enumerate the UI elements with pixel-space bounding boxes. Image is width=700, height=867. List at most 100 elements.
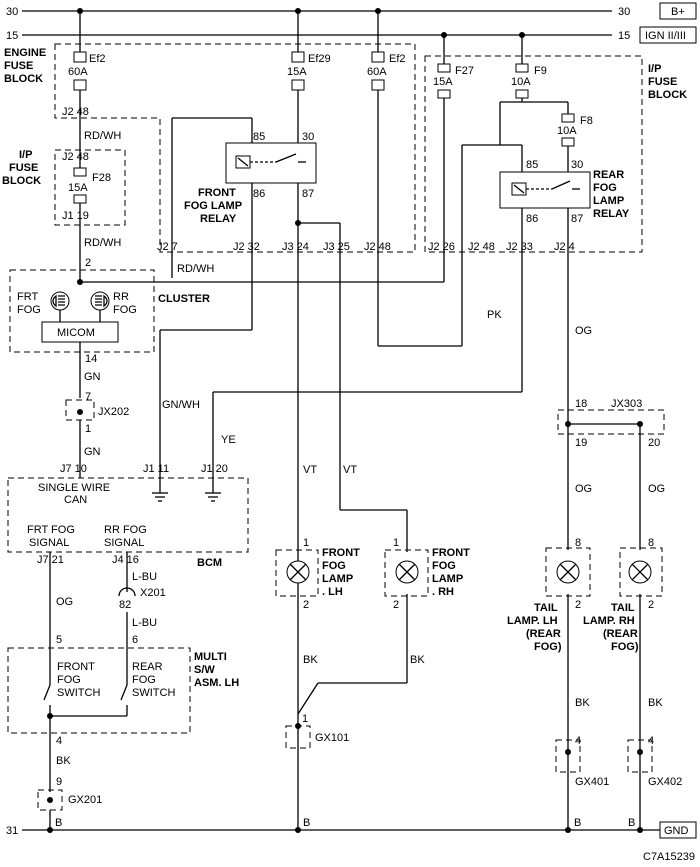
rear-relay-label-2: FOG <box>593 182 617 194</box>
tail-rh-label-4: FOG) <box>611 641 639 653</box>
gnd-pin-gx401: B <box>574 817 581 829</box>
ign-number: 15 <box>6 30 18 42</box>
tail-lh-pin-bottom: 2 <box>575 599 581 611</box>
front-relay-pin-87: 87 <box>302 188 314 200</box>
conn-j2-32: J2 32 <box>233 241 260 253</box>
front-lamp-rh-pin-bottom: 2 <box>393 599 399 611</box>
cluster-frt-fog-2: FOG <box>17 304 41 316</box>
gnd-pin-gx201: B <box>55 817 62 829</box>
fuse-f28-name: F28 <box>92 172 111 184</box>
tail-lh-label-3: (REAR <box>526 628 561 640</box>
fuse-ef2-left-name: Ef2 <box>89 53 106 65</box>
wire-rd-wh-2: RD/WH <box>84 237 121 249</box>
ip-block-connector-row: J2 26 J2 48 J2 33 J2 4 <box>428 241 575 253</box>
engine-fuse-block: ENGINE FUSE BLOCK <box>4 43 416 253</box>
bcm-rr-signal-1: RR FOG <box>104 524 147 536</box>
conn-j4-16: J4 16 <box>112 554 139 566</box>
wire-ye: YE <box>221 434 236 446</box>
front-relay-label-1: FRONT <box>198 187 236 199</box>
front-relay-label-2: FOG LAMP <box>184 200 242 212</box>
gnd-rail: 31 GND <box>6 821 697 839</box>
gx201-pin: 9 <box>56 776 62 788</box>
front-relay-pin-86: 86 <box>253 188 265 200</box>
cluster-frt-fog-1: FRT <box>17 291 38 303</box>
jx303-pin-18: 18 <box>575 398 587 410</box>
rear-relay-pin-85: 85 <box>526 159 538 171</box>
fuse-f9-amps: 10A <box>511 76 531 88</box>
bcm-rr-signal-2: SIGNAL <box>104 537 144 549</box>
conn-j2-48-top: J2 48 <box>62 106 89 118</box>
wire-og-tail-rh: OG <box>648 483 665 495</box>
b-plus-label: B+ <box>671 6 685 18</box>
front-switch-3: SWITCH <box>57 687 100 699</box>
rear-relay-pin-87: 87 <box>571 213 583 225</box>
cluster-micom: MICOM <box>57 327 95 339</box>
switch-signal-wires: OG L-BU X201 82 L-BU <box>49 552 166 685</box>
fuse-ef2-left-amps: 60A <box>68 66 88 78</box>
multi-switch-pin-front: 5 <box>56 634 62 646</box>
tail-rh-pin-bottom: 2 <box>648 599 654 611</box>
front-lamp-rh-label-2: FOG <box>432 560 456 572</box>
gx401-pin: 4 <box>575 735 581 747</box>
wire-gn-2: GN <box>84 446 101 458</box>
fuse-ef29: Ef29 15A <box>287 11 331 143</box>
front-lamp-lh-pin-bottom: 2 <box>303 599 309 611</box>
multi-switch-label-2: S/W <box>194 664 215 676</box>
conn-j3-25: J3 25 <box>323 241 350 253</box>
jx303-pin-19: 19 <box>575 437 587 449</box>
bcm-can-2: CAN <box>64 494 87 506</box>
front-lamp-lh-label-2: FOG <box>322 560 346 572</box>
fuse-f8-name: F8 <box>580 115 593 127</box>
engine-fuse-block-title-3: BLOCK <box>4 73 43 85</box>
multi-switch: 5 6 MULTI S/W ASM. LH FRONT FOG SWITCH R… <box>7 634 239 792</box>
front-relay-label-3: RELAY <box>200 213 237 225</box>
wire-l-bu-1: L-BU <box>132 571 157 583</box>
multi-switch-pin-rear: 6 <box>132 634 138 646</box>
fuse-f27-name: F27 <box>455 65 474 77</box>
front-switch-2: FOG <box>57 674 81 686</box>
engine-fuse-block-title-1: ENGINE <box>4 47 46 59</box>
front-lamp-lh-label-4: . LH <box>322 586 343 598</box>
ign-number-right: 15 <box>618 30 630 42</box>
rear-relay-pin-86: 86 <box>526 213 538 225</box>
conn-j2-48-d: J2 48 <box>468 241 495 253</box>
fuse-ef29-amps: 15A <box>287 66 307 78</box>
figure-code: C7A15239 <box>643 851 695 863</box>
conn-j3-24: J3 24 <box>282 241 309 253</box>
rail-junctions <box>47 8 643 833</box>
cluster-pin-out: 14 <box>85 353 97 365</box>
wire-bk-front-rh: BK <box>410 654 425 666</box>
engine-fuse-block-title-2: FUSE <box>4 60 33 72</box>
ip-fuse-block-left-title-2: FUSE <box>9 162 38 174</box>
multi-switch-pin-out: 4 <box>56 735 62 747</box>
cluster-rr-fog-2: FOG <box>113 304 137 316</box>
wire-l-bu-2: L-BU <box>132 617 157 629</box>
fuse-ef2-right-name: Ef2 <box>389 53 406 65</box>
gx401-label: GX401 <box>575 776 609 788</box>
front-lamp-rh-label-1: FRONT <box>432 547 470 559</box>
gx101-pin: 1 <box>302 713 308 725</box>
multi-switch-label-3: ASM. LH <box>194 677 239 689</box>
front-lamp-rh-pin-top: 1 <box>393 537 399 549</box>
wire-og-rear-label: OG <box>575 325 592 337</box>
cluster-rr-fog-1: RR <box>113 291 129 303</box>
cluster: 2 CLUSTER FRT FOG RR FOG MICOM 14 GN <box>9 257 210 398</box>
b-plus-number-right: 30 <box>618 6 630 18</box>
wire-rd-wh-3: RD/WH <box>177 263 214 275</box>
x201-pin: 82 <box>119 599 131 611</box>
ip-fuse-block-right-title-2: FUSE <box>648 76 677 88</box>
cluster-label: CLUSTER <box>158 293 210 305</box>
conn-j2-26: J2 26 <box>428 241 455 253</box>
tail-lh-pin-top: 8 <box>575 537 581 549</box>
fuse-f9-name: F9 <box>534 65 547 77</box>
rear-relay-label-3: LAMP <box>593 195 624 207</box>
ip-fuse-block-right-title-3: BLOCK <box>648 89 687 101</box>
ip-fuse-block-left-title-3: BLOCK <box>2 175 41 187</box>
front-relay-pin-30: 30 <box>302 131 314 143</box>
engine-block-connector-row: J2 7 J2 32 J3 24 J3 25 J2 48 <box>157 241 391 253</box>
bcm: J7 10 J1 11 J1 20 SINGLE WIRE CAN FRT FO… <box>7 463 249 569</box>
gnd-label: GND <box>664 825 689 837</box>
ign-label: IGN II/III <box>645 30 686 42</box>
front-fog-lamp-lh: 1 2 FRONT FOG LAMP . LH BK <box>275 537 360 666</box>
front-lamp-lh-label-1: FRONT <box>322 547 360 559</box>
